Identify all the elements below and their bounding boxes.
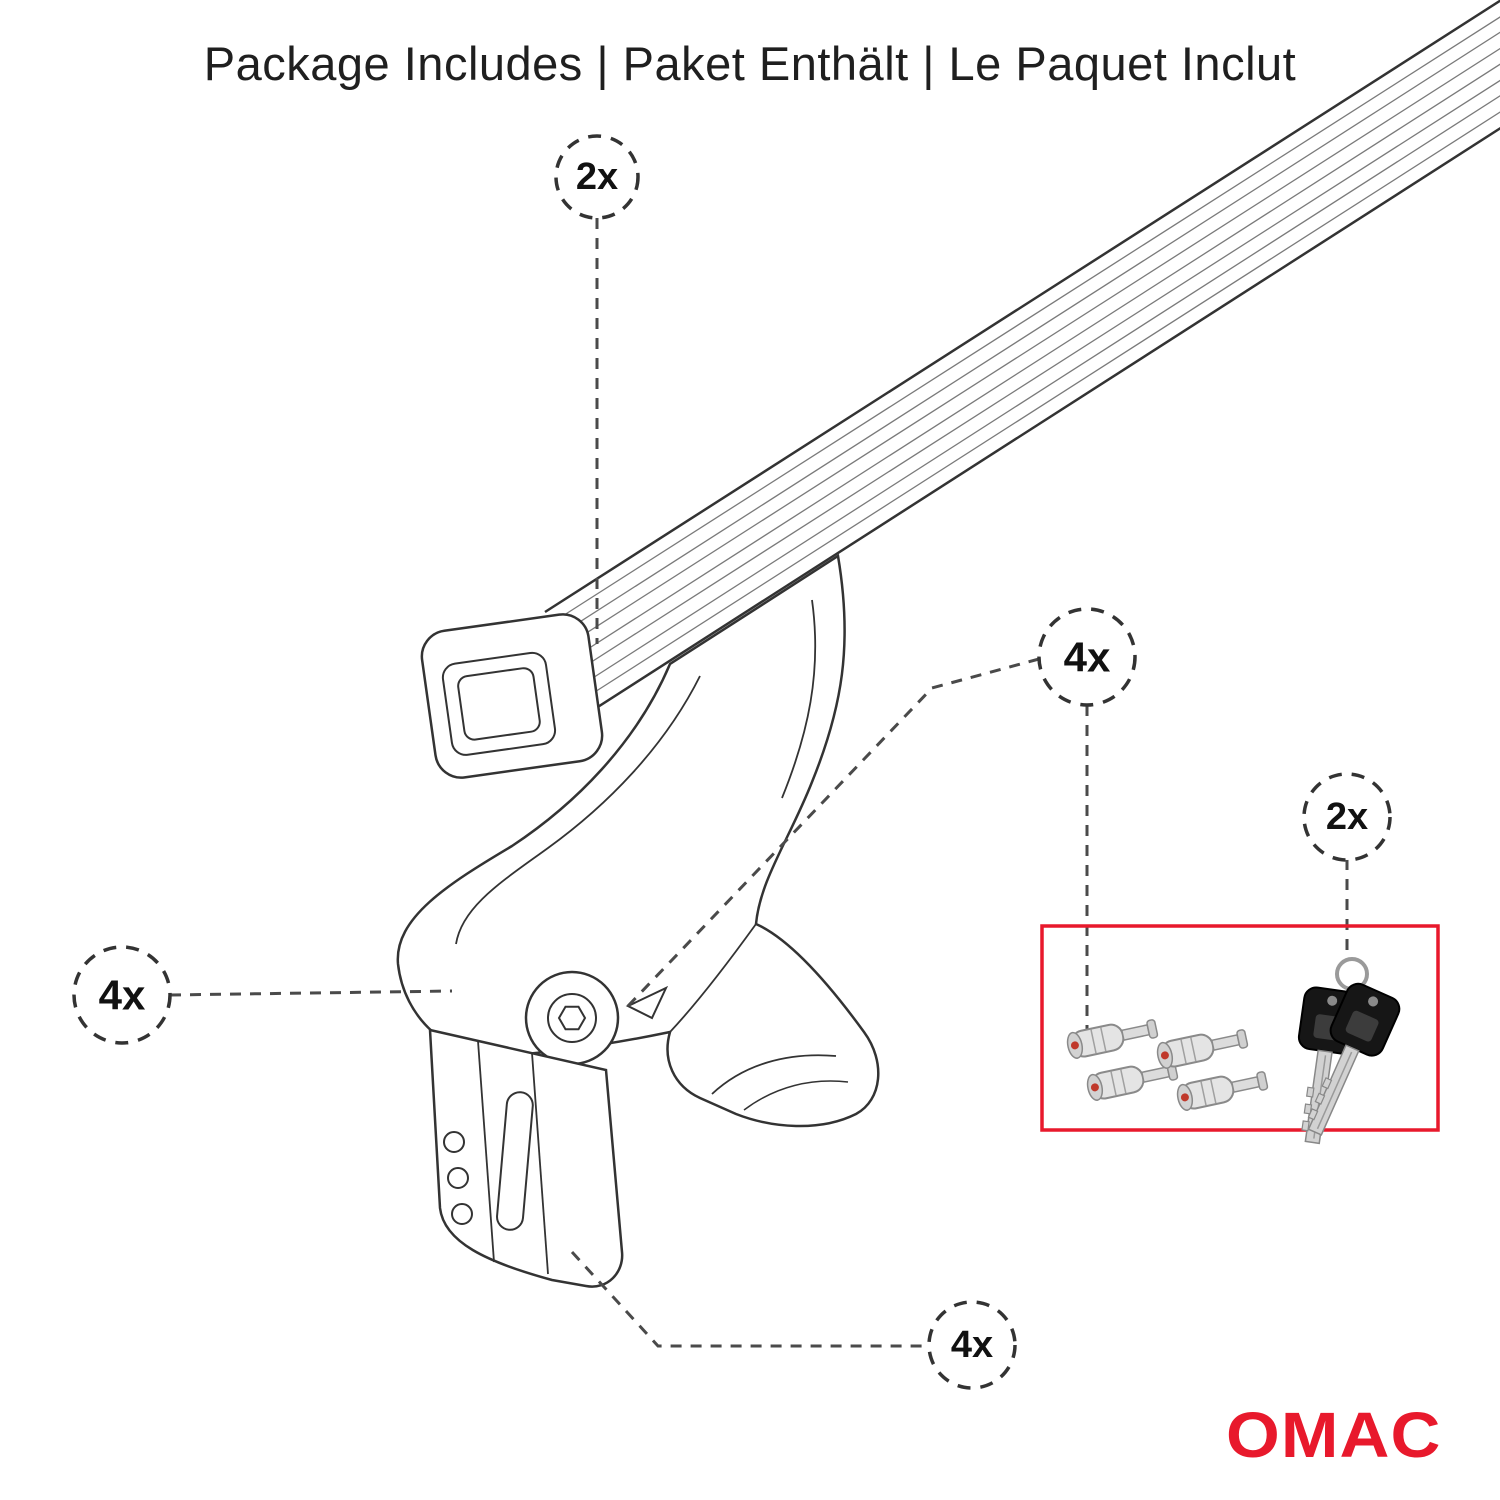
crossbar-end-cap bbox=[420, 613, 604, 779]
callout-locks-qty: 4x bbox=[1037, 607, 1137, 707]
crossbar-drawing bbox=[544, 0, 1500, 730]
callout-clamp-qty: 4x bbox=[927, 1300, 1017, 1390]
keys-image bbox=[1283, 957, 1405, 1148]
callout-foot-qty: 4x bbox=[72, 945, 172, 1045]
leader-foot bbox=[169, 989, 453, 997]
page-title: Package Includes | Paket Enthält | Le Pa… bbox=[203, 37, 1297, 90]
callout-keys-label: 2x bbox=[1326, 796, 1368, 838]
leader-lines bbox=[169, 218, 1349, 1348]
callout-crossbar-qty: 2x bbox=[554, 134, 640, 220]
callout-clamp-label: 4x bbox=[951, 1324, 993, 1366]
clamp-bracket-drawing bbox=[428, 1028, 624, 1288]
hex-socket bbox=[557, 1005, 587, 1031]
mount-foot-drawing bbox=[396, 553, 880, 1128]
callout-foot-label: 4x bbox=[99, 972, 146, 1019]
lock-cylinders-image bbox=[1064, 1014, 1270, 1113]
leader-clamp bbox=[570, 1250, 930, 1348]
leader-locks-diagonal bbox=[626, 657, 1040, 1008]
brand-logo: OMAC bbox=[1226, 1399, 1442, 1471]
hardware-box-border bbox=[1040, 924, 1440, 1132]
callout-keys-qty: 2x bbox=[1302, 772, 1392, 862]
pointer-mark bbox=[625, 985, 669, 1020]
callout-crossbar-label: 2x bbox=[576, 156, 618, 198]
callout-locks-label: 4x bbox=[1064, 634, 1111, 681]
hardware-box bbox=[1040, 924, 1440, 1148]
